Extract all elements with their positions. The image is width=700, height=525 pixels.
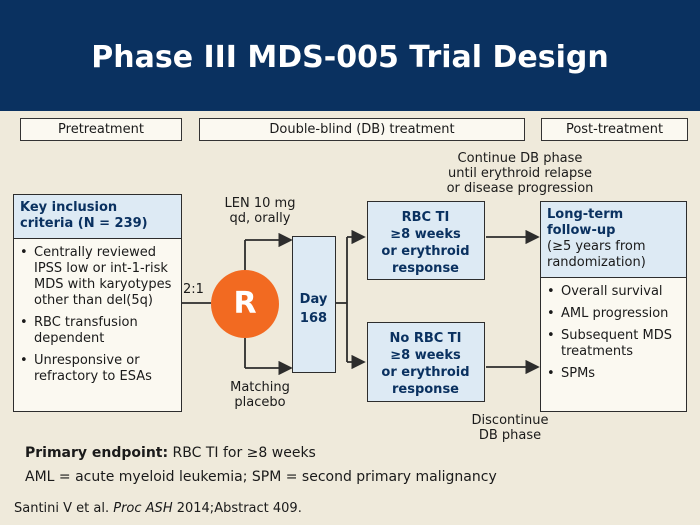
inclusion-heading: Key inclusion criteria (N = 239) <box>14 195 181 239</box>
len-arm-line: LEN 10 mg <box>224 196 296 211</box>
randomization-circle: R <box>211 270 279 338</box>
followup-list: Overall survival AML progression Subsequ… <box>541 278 686 382</box>
ratio-label: 2:1 <box>183 282 204 297</box>
responder-line: or erythroid <box>381 244 470 259</box>
citation: Santini V et al. Proc ASH 2014;Abstract … <box>14 500 302 517</box>
day-label-line: Day <box>299 292 328 307</box>
responder-line: ≥8 weeks <box>390 227 461 242</box>
responder-label: RBC TI ≥8 weeks or erythroid response <box>368 209 483 277</box>
len-arm-line: qd, orally <box>229 211 291 226</box>
primary-endpoint-label: Primary endpoint: <box>25 445 169 461</box>
phase-post-treatment: Post-treatment <box>541 118 688 141</box>
nonresponder-line: ≥8 weeks <box>390 348 461 363</box>
placebo-arm-label: Matching placebo <box>215 380 305 410</box>
followup-item: Overall survival <box>547 284 680 300</box>
inclusion-heading-line: criteria (N = 239) <box>20 216 148 231</box>
continue-note: Continue DB phase until erythroid relaps… <box>410 151 630 196</box>
discontinue-label: Discontinue DB phase <box>455 413 565 443</box>
phase-double-blind: Double-blind (DB) treatment <box>199 118 525 141</box>
followup-heading-line: Long-term <box>547 207 624 222</box>
inclusion-item: Unresponsive or refractory to ESAs <box>20 353 175 385</box>
responder-line: RBC TI <box>401 210 450 225</box>
inclusion-heading-line: Key inclusion <box>20 200 118 215</box>
followup-item: SPMs <box>547 366 680 382</box>
day-168-box: Day 168 <box>292 236 336 373</box>
followup-subheading-line: (≥5 years from <box>547 239 646 254</box>
inclusion-item: RBC transfusion dependent <box>20 315 175 347</box>
responder-box: RBC TI ≥8 weeks or erythroid response <box>367 201 485 280</box>
inclusion-list: Centrally reviewed IPSS low or int-1-ris… <box>14 239 181 385</box>
followup-heading-line: follow-up <box>547 223 616 238</box>
followup-item: Subsequent MDS treatments <box>547 328 680 360</box>
title-banner <box>0 0 700 111</box>
continue-note-line: until erythroid relapse <box>448 166 592 181</box>
citation-authors: Santini V et al. <box>14 501 114 516</box>
nonresponder-line: or erythroid <box>381 365 470 380</box>
citation-journal: Proc ASH <box>113 501 173 516</box>
discontinue-line: DB phase <box>478 428 542 443</box>
placebo-arm-line: Matching <box>230 380 290 395</box>
nonresponder-box: No RBC TI ≥8 weeks or erythroid response <box>367 322 485 402</box>
phase-pretreatment: Pretreatment <box>20 118 182 141</box>
primary-endpoint-text: RBC TI for ≥8 weeks <box>168 445 316 461</box>
responder-line: response <box>391 261 459 276</box>
day-label-line: 168 <box>299 311 328 326</box>
slide-title: Phase III MDS-005 Trial Design <box>91 40 609 75</box>
continue-note-line: Continue DB phase <box>457 151 583 166</box>
abbreviations: AML = acute myeloid leukemia; SPM = seco… <box>25 469 497 485</box>
len-arm-label: LEN 10 mg qd, orally <box>215 196 305 226</box>
discontinue-line: Discontinue <box>471 413 549 428</box>
primary-endpoint: Primary endpoint: RBC TI for ≥8 weeks <box>25 444 316 462</box>
followup-item: AML progression <box>547 306 680 322</box>
nonresponder-line: No RBC TI <box>389 331 462 346</box>
placebo-arm-line: placebo <box>234 395 286 410</box>
followup-box: Long-term follow-up (≥5 years from rando… <box>540 201 687 412</box>
inclusion-item: Centrally reviewed IPSS low or int-1-ris… <box>20 245 175 309</box>
citation-rest: 2014;Abstract 409. <box>172 501 302 516</box>
continue-note-line: or disease progression <box>446 181 594 196</box>
followup-subheading-line: randomization) <box>547 255 646 270</box>
nonresponder-line: response <box>391 382 459 397</box>
nonresponder-label: No RBC TI ≥8 weeks or erythroid response <box>368 330 483 398</box>
inclusion-criteria-box: Key inclusion criteria (N = 239) Central… <box>13 194 182 412</box>
followup-heading: Long-term follow-up (≥5 years from rando… <box>541 202 686 278</box>
day-168-label: Day 168 <box>293 290 334 328</box>
